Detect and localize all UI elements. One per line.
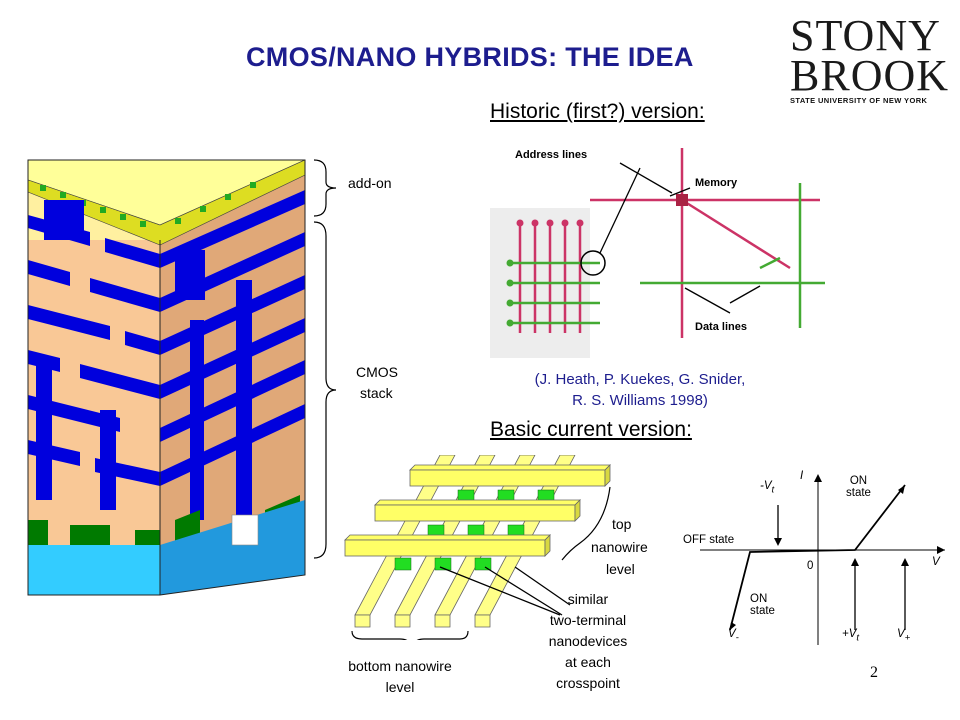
cmos-brace xyxy=(313,221,337,559)
stony-brook-logo: STONY BROOK STATE UNIVERSITY OF NEW YORK xyxy=(790,11,950,106)
device-label-5: crosspoint xyxy=(556,675,620,691)
historic-heading: Historic (first?) version: xyxy=(490,100,705,123)
citation-line-2: R. S. Williams 1998) xyxy=(572,392,708,409)
page-number: 2 xyxy=(870,664,878,681)
iv-y-axis-label: I xyxy=(800,470,804,482)
data-lines-label: Data lines xyxy=(695,321,747,333)
current-heading: Basic current version: xyxy=(490,418,692,441)
cmos-stack-diagram xyxy=(27,159,306,596)
bottom-label: bottom nanowire level xyxy=(330,656,470,698)
neg-vt-label: -Vt xyxy=(760,480,774,495)
v-plus-main: V xyxy=(897,628,905,640)
v-plus-label: V+ xyxy=(897,628,910,643)
top-label-2: nanowire xyxy=(591,539,648,555)
iv-x-axis-label: V xyxy=(932,556,940,568)
pos-vt-sub: t xyxy=(856,632,860,644)
logo-line-2: BROOK xyxy=(790,51,950,100)
cmos-label-2: stack xyxy=(360,385,393,401)
bottom-label-2: level xyxy=(385,679,415,695)
top-label-1: top xyxy=(612,516,632,532)
iv-graph xyxy=(700,474,945,645)
on-state-bottom-2: state xyxy=(750,605,775,617)
pink-address-lines xyxy=(518,148,820,338)
device-label-1: similar xyxy=(567,591,609,607)
on-state-top-2: state xyxy=(846,487,871,499)
off-state-label: OFF state xyxy=(683,534,735,546)
top-nanowires xyxy=(344,464,611,557)
historic-crossbar-diagram: Address lines Memory Data lines xyxy=(490,148,825,358)
address-lines-label: Address lines xyxy=(515,149,587,161)
neg-vt-main: -V xyxy=(760,480,772,492)
addon-contacts xyxy=(40,182,256,227)
addon-brace xyxy=(313,159,337,217)
addon-label: add-on xyxy=(348,175,392,191)
on-state-top-1: ON xyxy=(849,475,868,487)
pos-vt-main: +V xyxy=(842,628,857,640)
nanowire-crossbar-diagram xyxy=(344,455,611,640)
on-state-bottom: ON state xyxy=(750,593,775,617)
device-label-4: at each xyxy=(565,654,611,670)
neg-vt-sub: t xyxy=(771,484,775,496)
blue-wires xyxy=(28,190,305,520)
bottom-label-1: bottom nanowire xyxy=(348,658,452,674)
device-label-2: two-terminal xyxy=(549,612,627,628)
substrate-side xyxy=(160,500,305,595)
v-plus-sub: + xyxy=(904,632,911,644)
logo-line-1: STONY xyxy=(790,11,941,60)
memory-label: Memory xyxy=(695,177,738,189)
cmos-label-1: CMOS xyxy=(356,364,398,380)
citation-line-1: (J. Heath, P. Kuekes, G. Snider, xyxy=(534,371,746,388)
device-label: similar two-terminal nanodevices at each… xyxy=(528,589,648,694)
v-minus-sub: - xyxy=(735,632,739,644)
v-minus-main: V xyxy=(728,628,736,640)
on-state-bottom-1: ON xyxy=(750,593,768,605)
pos-vt-label: +Vt xyxy=(842,628,859,643)
slide-title: CMOS/NANO HYBRIDS: THE IDEA xyxy=(246,42,694,72)
crosspoint-devices xyxy=(394,489,555,571)
v-minus-label: V- xyxy=(728,628,739,643)
on-state-top: ON state xyxy=(846,475,871,499)
device-label-3: nanodevices xyxy=(548,633,628,649)
logo-line-3: STATE UNIVERSITY OF NEW YORK xyxy=(790,96,928,105)
citation: (J. Heath, P. Kuekes, G. Snider, R. S. W… xyxy=(490,369,790,411)
memory-cell xyxy=(676,194,688,206)
substrate-front xyxy=(28,545,160,595)
top-label-3: level xyxy=(606,561,635,577)
green-data-lines xyxy=(510,183,825,328)
iv-curve xyxy=(729,484,906,631)
iv-origin-label: 0 xyxy=(807,560,814,572)
